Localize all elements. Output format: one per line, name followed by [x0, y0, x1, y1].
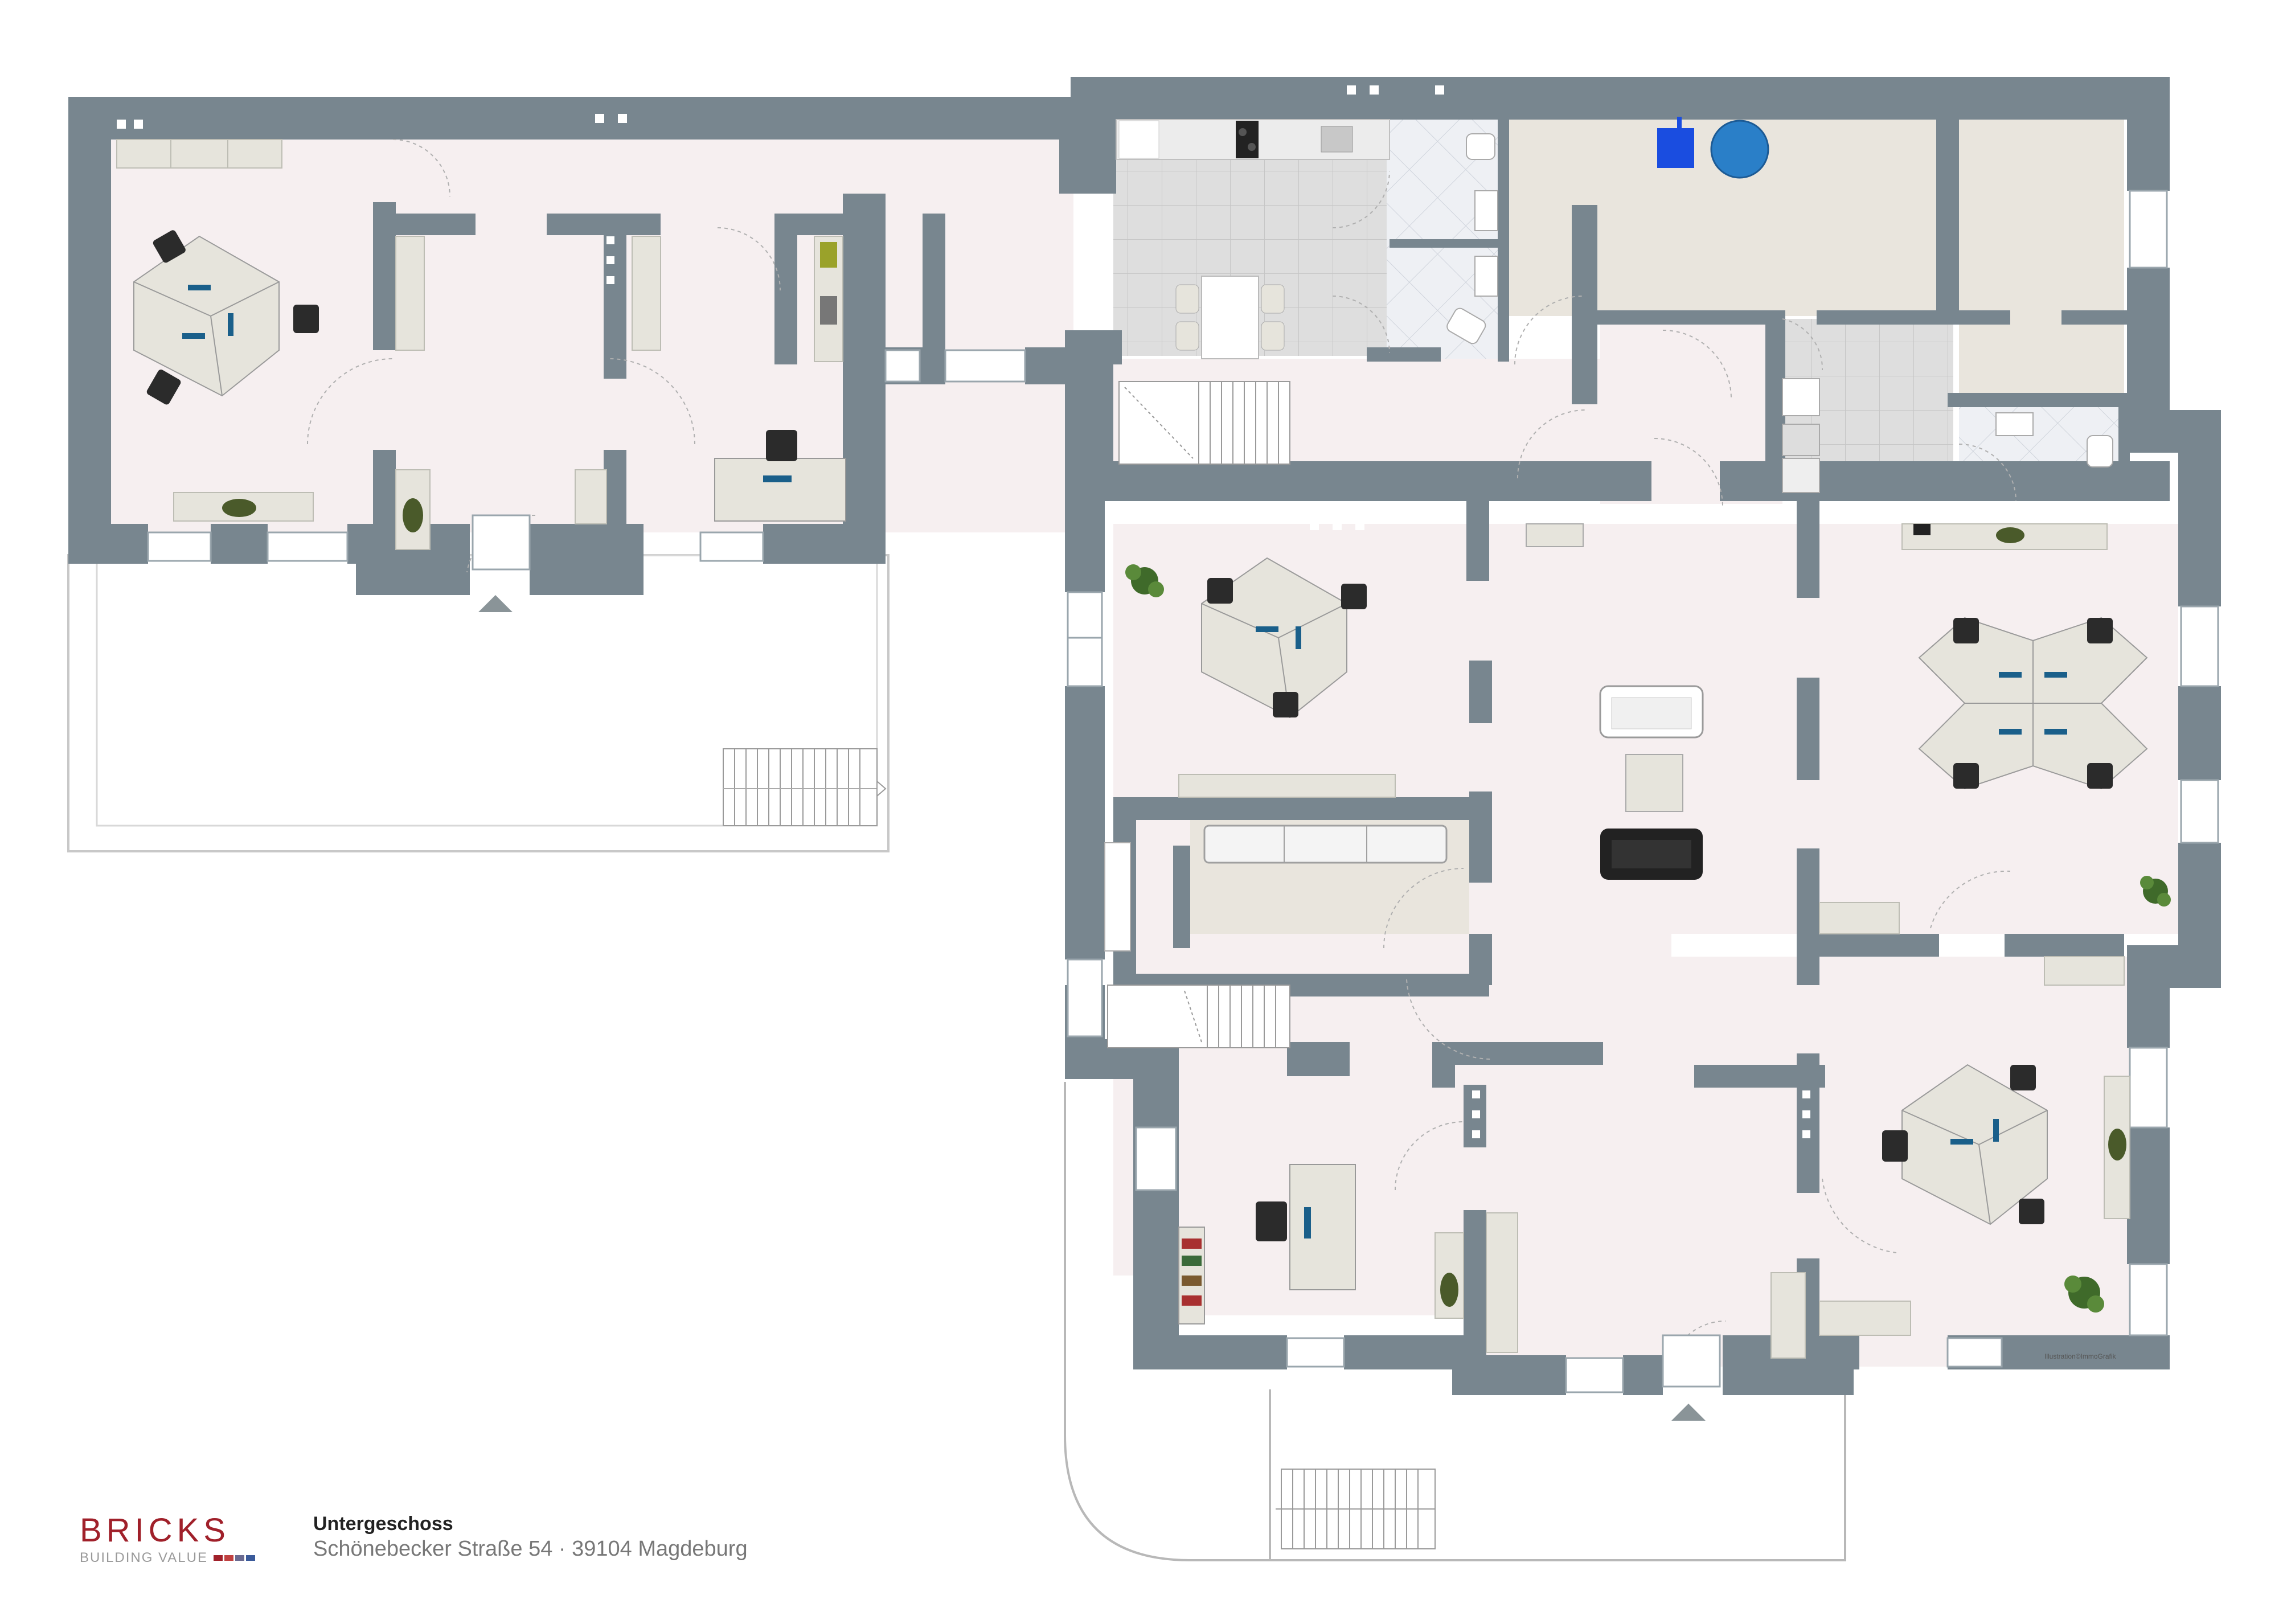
utility-equipment [1657, 117, 1769, 179]
kitchen [1116, 119, 1390, 359]
windows [147, 190, 2219, 1393]
brand-logo: BRICKS BUILDING VALUE [80, 1512, 268, 1566]
plan-footer: BRICKS BUILDING VALUE Untergeschoss Schö… [80, 1512, 1105, 1597]
sofa-light [1599, 685, 1704, 739]
vents [117, 85, 1810, 1138]
floor-name: Untergeschoss [313, 1513, 453, 1535]
left-wing-furniture [116, 139, 846, 550]
interior-stairs [1107, 381, 1290, 1048]
main-hall-furniture [1104, 523, 2148, 1359]
pod-workstation-center [1201, 557, 1367, 719]
entrance-left-icon [478, 595, 513, 612]
coffee-table [1625, 754, 1683, 812]
entrance-markers [478, 595, 1706, 1421]
cluster-workstation-right [1918, 617, 2148, 790]
brand-tagline: BUILDING VALUE [80, 1550, 208, 1565]
door-swings [307, 139, 2017, 1379]
front-terrace [1064, 1082, 1846, 1561]
plan-caption: Untergeschoss Schönebecker Straße 54 · 3… [313, 1512, 748, 1562]
address: Schönebecker Straße 54 · 39104 Magdeburg [313, 1537, 748, 1561]
entrance-front-icon [1671, 1404, 1706, 1421]
desk-left-wing [714, 430, 846, 522]
lounge-sofa [1203, 825, 1448, 864]
illustration-credit: Illustration©ImmoGrafik [2044, 1352, 2116, 1360]
brand-name: BRICKS [80, 1512, 230, 1549]
potted-plant-icon [2140, 876, 2171, 907]
pod-workstation-left [133, 230, 319, 405]
water-tank [1710, 120, 1769, 179]
pod-workstation-lower-right [1882, 1064, 2048, 1225]
terrace-stairs-front [1276, 1469, 1436, 1549]
terrace-stairs-left [723, 748, 887, 826]
bookshelf [1178, 1227, 1205, 1324]
brand-bars-icon [213, 1555, 255, 1561]
desk-lower-left-office [1256, 1164, 1356, 1290]
left-terrace [67, 554, 890, 852]
walls [68, 77, 2221, 1395]
left-entrance-door [472, 514, 531, 571]
sofa-dark [1600, 829, 1703, 880]
potted-plant-icon [1125, 564, 1164, 597]
potted-plant-icons [1125, 564, 2171, 1313]
kitchen-table [1175, 276, 1285, 359]
front-entrance-door [1662, 1334, 1721, 1388]
bathrooms [1446, 133, 2113, 493]
potted-plant-icon [2064, 1276, 2104, 1313]
